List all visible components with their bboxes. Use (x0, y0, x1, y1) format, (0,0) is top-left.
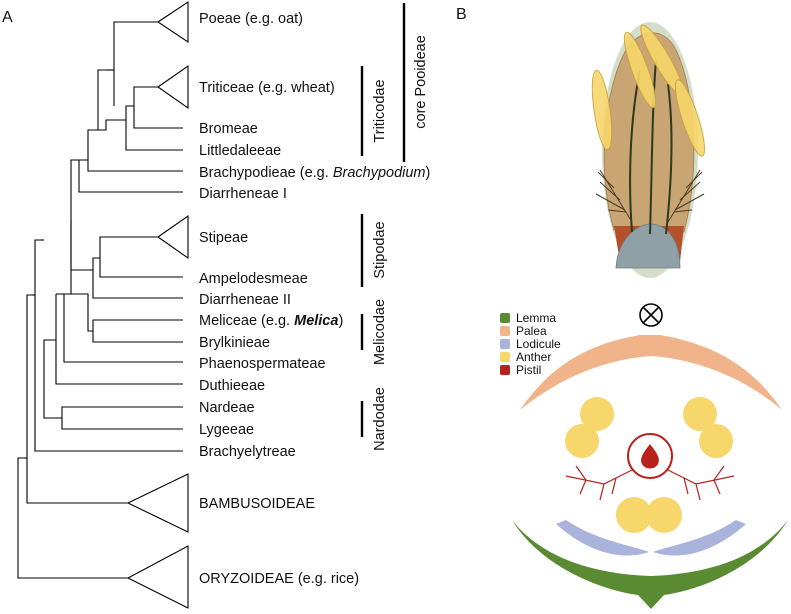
diagram-lodicule-right (653, 520, 746, 556)
taxon-triticeae: Triticeae (e.g. wheat) (199, 80, 335, 96)
group-core-pooideae: core Pooideae (413, 35, 429, 129)
clade-triangle-stipeae (157, 214, 189, 260)
legend: Lemma Palea Lodicule Anther Pistil (500, 311, 561, 377)
floret-illustration (591, 22, 706, 278)
clade-triangle-bambusoideae (126, 473, 189, 533)
taxon-bambusoideae: BAMBUSOIDEAE (199, 496, 315, 512)
diagram-palea (520, 335, 782, 410)
legend-swatch-pistil (500, 365, 510, 375)
group-nardodae: Nardodae (372, 387, 388, 451)
taxon-diarrheneae-2: Diarrheneae II (199, 292, 291, 308)
taxon-oryzoideae: ORYZOIDEAE (e.g. rice) (199, 571, 359, 587)
diagram-lodicule-left (556, 520, 649, 556)
legend-label-lemma: Lemma (516, 311, 556, 325)
legend-swatch-lodicule (500, 339, 510, 349)
clade-triangle-oryzoideae (126, 545, 189, 609)
legend-label-lodicule: Lodicule (516, 337, 561, 351)
floret-veins (629, 59, 673, 235)
phylogenetic-tree (17, 0, 189, 609)
circled-x-icon (639, 303, 663, 327)
diagram-anthers (565, 397, 733, 533)
taxon-phaenospermateae: Phaenospermateae (199, 356, 326, 372)
taxon-ampelodesmeae: Ampelodesmeae (199, 271, 308, 287)
group-brackets: core Pooideae Triticodae Stipodae Melico… (360, 3, 429, 451)
branch-root (17, 457, 128, 579)
legend-label-anther: Anther (516, 350, 551, 364)
taxon-nardeae: Nardeae (199, 400, 255, 416)
taxon-bromeae: Bromeae (199, 121, 258, 137)
taxon-brachypodieae: Brachypodieae (e.g. Brachypodium) (199, 165, 430, 181)
floret-anthers (591, 24, 706, 157)
taxon-littledaleeae: Littledaleeae (199, 143, 281, 159)
diagram-pistil (565, 433, 735, 501)
legend-swatch-anther (500, 352, 510, 362)
taxon-meliceae: Meliceae (e.g. Melica) (199, 313, 343, 329)
group-triticodae: Triticodae (372, 79, 388, 142)
diagram-lemma (512, 520, 788, 609)
taxon-lygeeae: Lygeeae (199, 422, 254, 438)
taxon-labels: Poeae (e.g. oat) Triticeae (e.g. wheat) … (199, 11, 430, 587)
taxon-diarrheneae-1: Diarrheneae I (199, 186, 287, 202)
taxon-duthieeae: Duthieeae (199, 378, 265, 394)
taxon-brachyelytreae: Brachyelytreae (199, 444, 296, 460)
group-stipodae: Stipodae (372, 221, 388, 278)
panel-label-b: B (456, 6, 467, 23)
taxon-brylkinieae: Brylkinieae (199, 335, 270, 351)
branch-brachyelytreae (34, 239, 183, 452)
clade-triangle-triticeae (157, 64, 189, 110)
legend-swatch-lemma (500, 313, 510, 323)
taxon-stipeae: Stipeae (199, 230, 248, 246)
panel-label-a: A (2, 9, 13, 26)
group-melicodae: Melicodae (372, 299, 388, 365)
legend-label-pistil: Pistil (516, 363, 541, 377)
branch-nardodae (43, 339, 56, 419)
branch-bop (26, 294, 128, 504)
legend-label-palea: Palea (516, 324, 547, 338)
floret-stigma-branches (595, 169, 705, 223)
floral-diagram (512, 303, 788, 609)
taxon-poeae: Poeae (e.g. oat) (199, 11, 303, 27)
clade-triangle-poeae (157, 0, 189, 44)
legend-swatch-palea (500, 326, 510, 336)
